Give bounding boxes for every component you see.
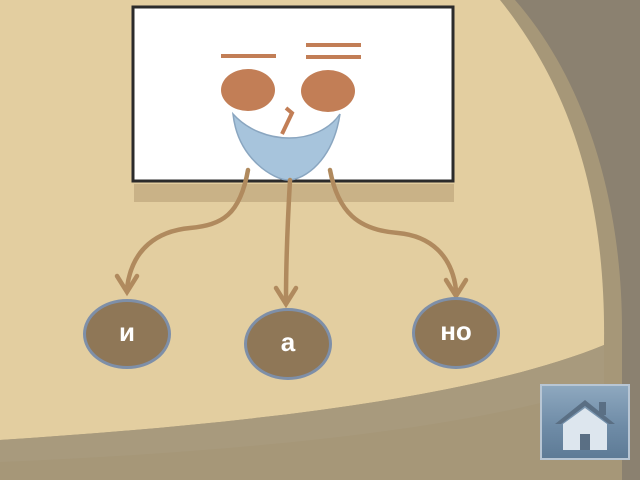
word-label-a: а [280,327,296,357]
arrows [114,167,469,309]
nose [280,106,295,135]
arrow-to-a [283,177,293,303]
board-shadow [134,184,454,202]
word-label-no: но [440,316,472,346]
left-eye [221,69,275,111]
home-button[interactable] [540,384,630,460]
word-option-i[interactable]: и [83,299,171,369]
arrow-head-i-icon [114,273,140,297]
arrow-head-no-icon [443,277,469,301]
arrow-to-no [327,167,459,293]
smile-mouth [232,111,341,181]
home-icon [555,400,615,450]
word-option-a[interactable]: а [244,308,332,380]
arrow-head-a-icon [273,285,299,309]
right-eye [301,70,355,112]
background-bottom-band [0,345,604,462]
word-label-i: и [119,317,135,347]
word-option-no[interactable]: но [412,297,500,369]
face-drawing [221,43,361,181]
arrow-to-i [124,167,251,291]
